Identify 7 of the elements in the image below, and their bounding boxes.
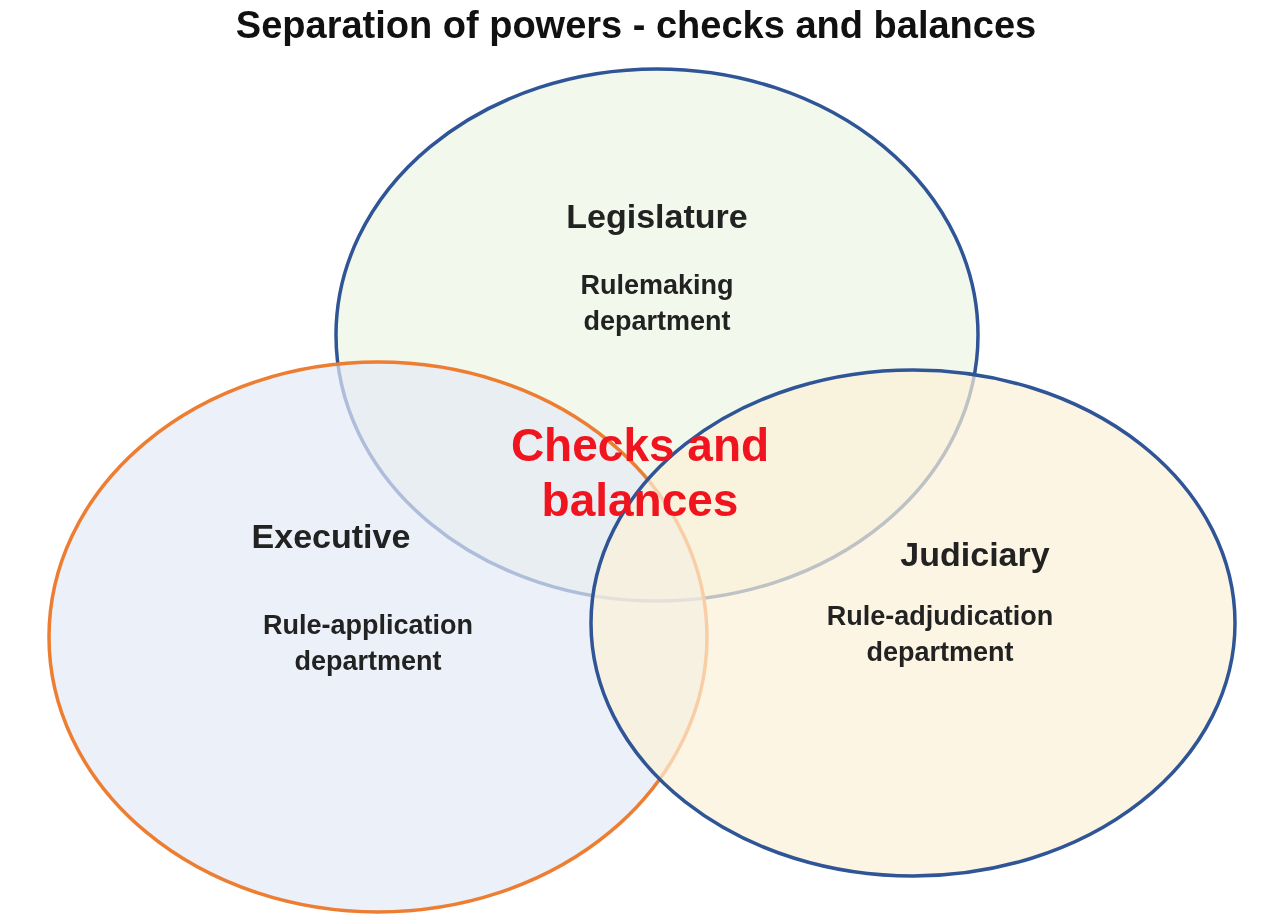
branch-description: Rule-adjudication department bbox=[825, 600, 1055, 670]
branch-description: Rulemaking department bbox=[579, 269, 735, 339]
branch-heading: Judiciary bbox=[900, 535, 1050, 574]
diagram-title: Separation of powers - checks and balances bbox=[234, 4, 1038, 47]
branch-heading: Executive bbox=[251, 517, 411, 556]
branch-heading: Legislature bbox=[566, 197, 748, 236]
branch-description: Rule-application department bbox=[262, 609, 474, 679]
